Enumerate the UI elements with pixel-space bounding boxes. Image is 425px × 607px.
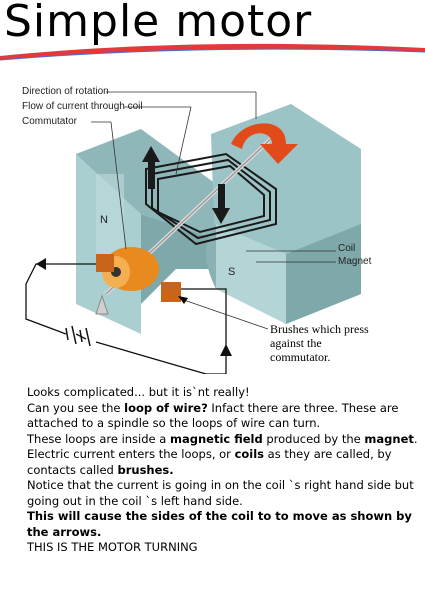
text-line-4: Electric current enters the loops, or co… [27, 447, 392, 477]
rotation-arrow-icon [231, 123, 298, 164]
label-south: S [228, 266, 236, 278]
page-title: Simple motor [4, 0, 313, 47]
label-flow: Flow of current through coil [22, 101, 143, 112]
explanation-text: Looks complicated... but it is`nt really… [27, 385, 419, 556]
text-line-5: Notice that the current is going in on t… [27, 478, 414, 508]
label-commutator: Commutator [22, 116, 78, 127]
label-coil: Coil [338, 243, 356, 254]
label-direction: Direction of rotation [22, 86, 109, 97]
brush-left [96, 254, 114, 272]
support-stand [95, 294, 109, 315]
label-brushes: Brushes which press against the commutat… [270, 322, 369, 364]
current-arrow-right-icon [220, 344, 232, 356]
text-line-6: This will cause the sides of the coil to… [27, 509, 412, 539]
text-line-1: Looks complicated... but it is`nt really… [27, 385, 250, 399]
text-line-3: These loops are inside a magnetic field … [27, 431, 418, 446]
battery-icon [65, 325, 91, 347]
label-north: N [100, 214, 108, 226]
force-arrow-down-icon [212, 184, 230, 224]
label-magnet: Magnet [338, 256, 372, 267]
brush-right [161, 282, 181, 302]
force-arrow-up-icon [142, 146, 160, 189]
current-arrow-left-icon [36, 258, 46, 270]
title-underline-swoosh [0, 43, 425, 61]
text-line-2: Can you see the loop of wire? Infact the… [27, 400, 399, 431]
text-line-7: THIS IS THE MOTOR TURNING [27, 540, 198, 554]
